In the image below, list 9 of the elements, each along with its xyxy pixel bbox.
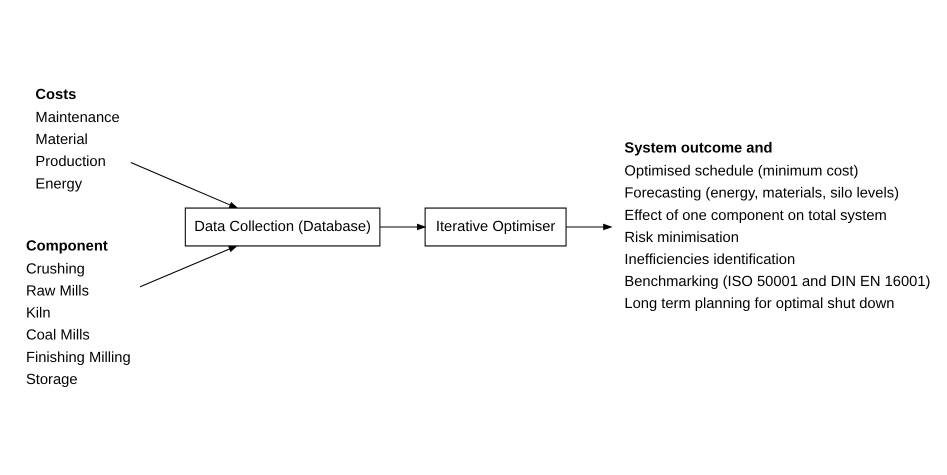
arrow <box>566 224 613 230</box>
arrow <box>140 245 238 288</box>
node-text: Component Crushing Raw Mills Kiln Coal Mills Finishing Milling Storage <box>26 238 131 388</box>
node-text: System outcome and Optimised schedule (minimum cost) Forecasting (energy, materials, silo levels) Effect of one component on total system Risk minimisation Inefficiencies identification Benchmarking (ISO 50001 and DIN EN 16001) Long term planning for optimal shut down <box>624 140 930 312</box>
node-text: Costs Maintenance Material Production Energy <box>35 86 120 192</box>
arrow <box>380 224 426 230</box>
node-box: Data Collection (Database) <box>184 208 380 246</box>
node-box: Iterative Optimiser <box>424 208 567 246</box>
arrow <box>130 162 239 209</box>
